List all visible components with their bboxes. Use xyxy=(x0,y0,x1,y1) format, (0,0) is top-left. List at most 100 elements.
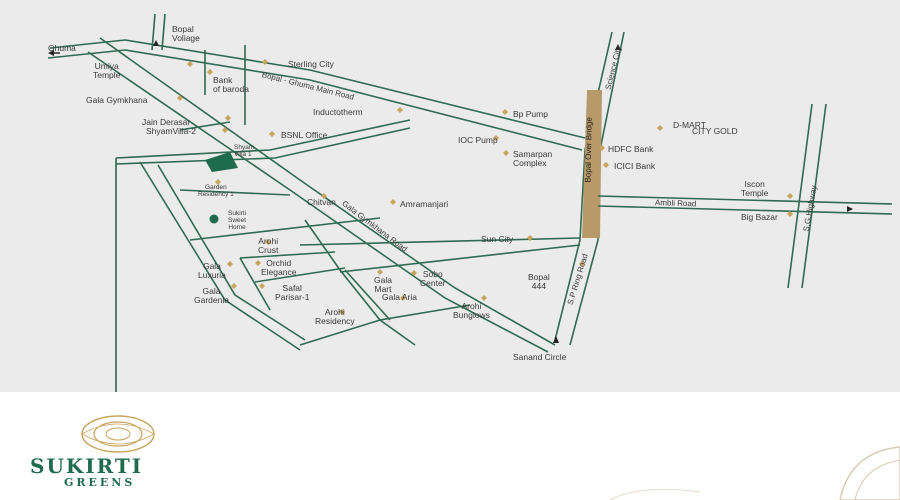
swirl-decoration-icon xyxy=(609,488,701,500)
pin-icon xyxy=(377,269,383,275)
pin-icon xyxy=(481,295,487,301)
bopal-over-bridge xyxy=(582,90,602,238)
pin-icon xyxy=(255,260,261,266)
pin-icon xyxy=(657,125,663,131)
road-block-4 xyxy=(304,219,416,346)
pin-icon xyxy=(787,211,793,217)
footer-decor xyxy=(81,415,900,500)
road-shyam-villa-edge xyxy=(115,127,411,165)
sukirti-sweet-home-marker xyxy=(209,214,219,224)
pin-icon xyxy=(503,150,509,156)
road-jain-derasar xyxy=(179,121,231,131)
pin-icon xyxy=(269,131,275,137)
place-shyamvilla-2: ShyamVilla-2 xyxy=(146,126,196,136)
pin-icon xyxy=(265,239,271,245)
arrow-right-head-icon xyxy=(847,206,853,212)
location-pins xyxy=(177,59,793,315)
pin-icon xyxy=(215,179,221,185)
arrow-up-icon xyxy=(615,44,621,50)
road-sun-city-edge xyxy=(339,244,581,273)
road-bopal-ghuma-main xyxy=(49,39,586,139)
pin-icon xyxy=(502,109,508,115)
road-ambli-edge xyxy=(597,205,893,215)
road-label-bopal-over-bridge: Bopal Over Bridge xyxy=(583,117,594,183)
place-sun-city: Sun City xyxy=(481,234,514,244)
road-inner-diagonal-edge xyxy=(157,164,306,341)
road-bopal-voliage-edge xyxy=(161,13,166,51)
road-bopal-voliage xyxy=(151,13,156,51)
arrow-up-voliage-icon xyxy=(153,40,159,46)
road-garden-residency xyxy=(179,189,291,196)
place-gala-gymkhana: Gala Gymkhana xyxy=(86,95,148,105)
place-sterling-city: Sterling City xyxy=(288,59,334,69)
road-ambli xyxy=(597,195,893,205)
brand-subname: GREENS xyxy=(64,476,136,489)
road-sg-highway xyxy=(787,103,813,289)
pin-icon xyxy=(400,295,406,301)
pin-icon xyxy=(222,127,228,133)
road-block-7 xyxy=(239,257,271,311)
road-label-ambli: Ambli Road xyxy=(654,198,697,209)
place-sanand-circle: Sanand Circle xyxy=(513,352,567,362)
place-gala-aria: Gala Aria xyxy=(382,292,417,302)
road-inner-diagonal xyxy=(139,161,301,351)
pin-icon xyxy=(259,283,265,289)
place-d-mart: D-MART xyxy=(673,120,706,130)
place-bp-pump: Bp Pump xyxy=(513,109,548,119)
road-network xyxy=(47,13,893,392)
road-sun-city xyxy=(299,237,581,246)
road-gala-gymkhana xyxy=(99,37,556,346)
pin-icon xyxy=(262,59,268,65)
place-big-bazar: Big Bazar xyxy=(741,212,778,222)
pin-icon xyxy=(177,95,183,101)
pin-icon xyxy=(207,69,213,75)
pin-icon xyxy=(579,261,585,267)
pin-icon xyxy=(187,61,193,67)
place-icici-bank: ICICI Bank xyxy=(614,161,656,171)
place-bsnl-office: BSNL Office xyxy=(281,130,328,140)
road-block-2 xyxy=(239,251,336,259)
project-plot-marker xyxy=(205,152,238,172)
pin-icon xyxy=(603,162,609,168)
road-block-5 xyxy=(344,269,391,321)
place-chitvan: Chitvan xyxy=(307,197,336,207)
place-ghuma: Ghuma xyxy=(48,43,76,53)
pin-icon xyxy=(397,107,403,113)
place-hdfc-bank: HDFC Bank xyxy=(608,144,654,154)
pin-icon xyxy=(321,193,327,199)
footer-brand-area xyxy=(0,392,900,500)
lotus-seal-icon xyxy=(81,415,155,453)
pin-icon xyxy=(390,199,396,205)
road-shyam-villa xyxy=(115,119,411,159)
arrow-down-icon xyxy=(553,336,559,343)
place-amramanjari: Amramanjari xyxy=(400,199,449,209)
pin-icon xyxy=(493,135,499,141)
place-city-gold: CITY GOLD xyxy=(692,126,738,136)
pin-icon xyxy=(599,145,605,151)
pin-icon xyxy=(231,283,237,289)
place-ioc-pump: IOC Pump xyxy=(458,135,498,145)
road-bopal-ghuma-main-edge xyxy=(47,49,583,151)
road-sg-highway-edge xyxy=(801,103,827,289)
pin-icon xyxy=(339,309,345,315)
leaf-decoration-icon xyxy=(839,446,900,500)
arrow-left-head-icon xyxy=(48,50,54,56)
